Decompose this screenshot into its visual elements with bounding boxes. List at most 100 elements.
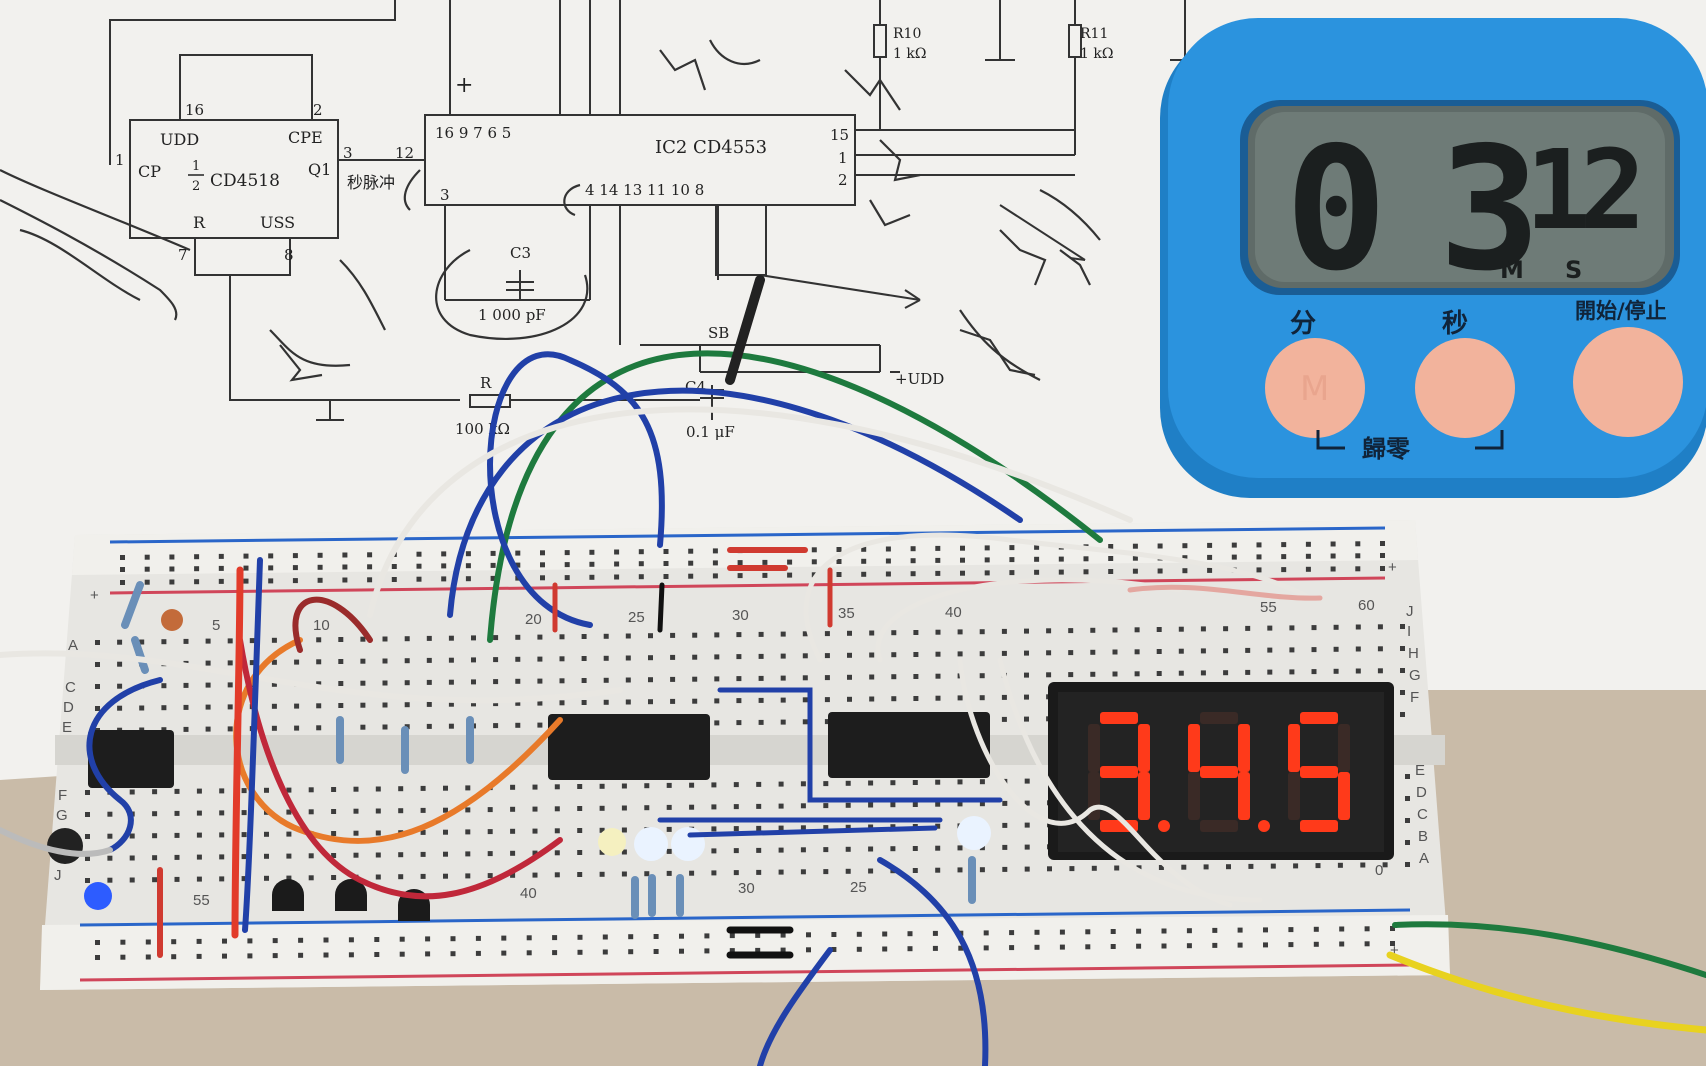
breadboard-hole (450, 936, 456, 942)
breadboard-hole (824, 719, 830, 725)
breadboard-hole (241, 832, 247, 838)
breadboard-hole (1068, 672, 1074, 678)
breadboard-hole (510, 850, 516, 856)
breadboard-hole (1083, 569, 1089, 575)
ic2-pin-1: 1 (838, 149, 848, 167)
breadboard-hole (1305, 553, 1311, 559)
breadboard-hole (1311, 669, 1317, 675)
breadboard-hole (1405, 774, 1410, 779)
breadboard-hole (532, 828, 538, 834)
breadboard-hole (398, 874, 404, 880)
breadboard-hole (1002, 866, 1008, 872)
breadboard-hole (1315, 863, 1321, 869)
breadboard-hole (670, 698, 676, 704)
breadboard-hole (1288, 942, 1294, 948)
breadboard-hole (537, 722, 543, 728)
svg-text:A: A (1419, 850, 1429, 867)
breadboard-hole (120, 939, 126, 945)
breadboard-hole (174, 810, 180, 816)
breadboard-hole (1068, 650, 1074, 656)
ic2-pins-top: 16 9 7 6 5 (435, 124, 511, 142)
breadboard-hole (868, 780, 874, 786)
breadboard-hole (85, 856, 90, 861)
breadboard-hole (404, 636, 410, 642)
breadboard-hole (367, 577, 373, 583)
breadboard-hole (443, 829, 448, 835)
breadboard-hole (847, 696, 852, 702)
breadboard-hole (912, 780, 918, 785)
breadboard-hole (441, 576, 447, 582)
breadboard-hole (465, 785, 471, 791)
timer-sec-button[interactable] (1415, 338, 1515, 438)
breadboard-hole (957, 651, 963, 657)
r11-value: 1 kΩ (1080, 46, 1113, 62)
breadboard-hole (756, 803, 762, 809)
breadboard-hole (932, 930, 938, 936)
breadboard-hole (602, 949, 608, 955)
breadboard-hole (802, 719, 808, 725)
breadboard-hole (243, 578, 249, 584)
breadboard-hole (537, 656, 543, 662)
breadboard-hole (264, 831, 269, 837)
breadboard-hole (780, 932, 786, 938)
breadboard-hole (1231, 542, 1237, 548)
breadboard-hole (890, 780, 896, 786)
segment-d (1200, 820, 1238, 832)
breadboard-hole (169, 554, 175, 560)
breadboard-hole (603, 677, 609, 683)
breadboard-hole (85, 812, 90, 817)
breadboard-hole (736, 654, 742, 660)
breadboard-hole (800, 803, 806, 809)
breadboard-hole (145, 939, 151, 945)
breadboard-hole (979, 651, 985, 657)
breadboard-hole (139, 639, 145, 645)
breadboard-hole (577, 850, 583, 855)
breadboard-hole (171, 939, 177, 945)
breadboard-hole (714, 676, 720, 682)
breadboard-hole (515, 656, 521, 662)
breadboard-hole (1223, 626, 1229, 632)
udd-label: +UDD (895, 370, 944, 388)
breadboard-hole (425, 951, 431, 957)
breadboard-hole (1046, 650, 1052, 656)
breadboard-hole (1226, 864, 1231, 870)
timer-start-button[interactable] (1573, 327, 1683, 437)
breadboard-hole (1136, 943, 1142, 949)
breadboard-hole (869, 696, 875, 702)
breadboard-hole (1313, 941, 1319, 947)
breadboard-hole (800, 847, 806, 853)
breadboard-hole (1405, 796, 1410, 801)
ic2-pin-12: 12 (395, 144, 414, 162)
breadboard-hole (1380, 541, 1385, 546)
breadboard-hole (227, 638, 233, 644)
breadboard-hole (490, 575, 496, 581)
breadboard-hole (559, 634, 565, 640)
svg-text:E: E (1415, 762, 1425, 779)
breadboard-hole (219, 876, 225, 882)
breadboard-hole (712, 573, 718, 579)
row-letters-left: A C D E F G J (54, 637, 78, 884)
breadboard-hole (1178, 626, 1184, 632)
breadboard-hole (861, 558, 867, 564)
breadboard-hole (152, 855, 158, 861)
column-numbers-bottom: 55 40 30 25 0 (193, 862, 1383, 909)
breadboard-hole (526, 950, 532, 956)
breadboard-hole (404, 658, 410, 664)
breadboard-hole (621, 827, 627, 833)
svg-text:30: 30 (738, 880, 755, 897)
breadboard-hole (689, 804, 695, 810)
breadboard-hole (391, 564, 397, 569)
breadboard-hole (856, 931, 862, 937)
breadboard-hole (882, 946, 888, 952)
breadboard-hole (868, 868, 874, 874)
breadboard-hole (913, 652, 919, 657)
breadboard-hole (823, 825, 829, 831)
breadboard-hole (935, 570, 941, 576)
timer-sec-label: 秒 (1442, 309, 1468, 339)
timer-min-button[interactable] (1265, 338, 1365, 438)
breadboard-hole (666, 870, 672, 876)
breadboard-hole (778, 781, 784, 787)
breadboard-hole (465, 851, 471, 857)
breadboard-hole (1024, 694, 1029, 700)
breadboard-hole (493, 635, 499, 641)
